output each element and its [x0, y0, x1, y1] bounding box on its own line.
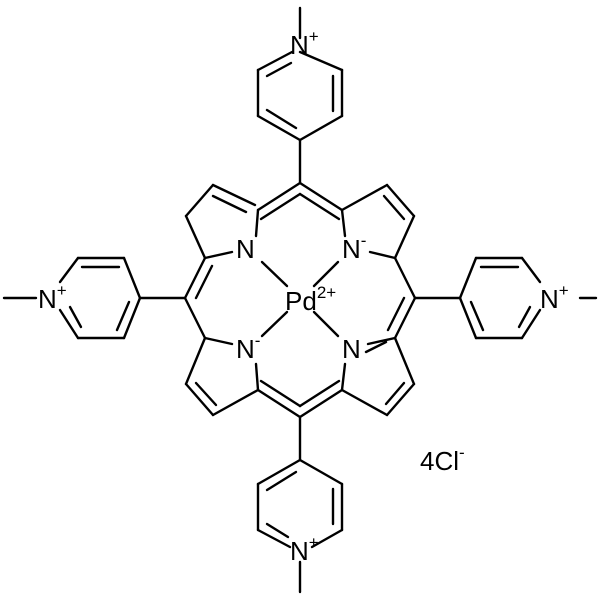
bond [298, 181, 344, 212]
bond [393, 336, 416, 386]
bond [260, 310, 289, 338]
bond [385, 382, 416, 417]
bond [122, 256, 142, 300]
bond [211, 194, 248, 214]
bond [368, 250, 397, 260]
bond [194, 264, 214, 300]
bond [256, 50, 294, 72]
bond [520, 308, 542, 340]
atom-label-n-left: N+ [38, 281, 67, 314]
bond [384, 381, 406, 406]
bond [312, 310, 340, 338]
bond [184, 382, 215, 417]
bond [203, 336, 234, 346]
bond [256, 458, 302, 486]
bond [211, 183, 257, 207]
atom-label-n-core-bottom-right: N [342, 334, 361, 364]
bond [340, 388, 389, 417]
bond [184, 214, 207, 260]
bond [68, 305, 83, 329]
bond [298, 379, 341, 408]
metal-center-label: Pd2+ [285, 283, 336, 316]
bond [393, 296, 417, 340]
atom-label-n-top: N+ [290, 27, 319, 60]
bond [366, 336, 397, 346]
bond [254, 362, 260, 392]
bond [469, 300, 485, 332]
bond [298, 388, 344, 419]
bond [203, 250, 234, 260]
bond [256, 388, 302, 419]
atom-label-n-core-bottom-left: N- [236, 331, 260, 364]
bond [256, 114, 302, 142]
bond [265, 522, 290, 539]
bond [58, 308, 80, 340]
bond [254, 208, 260, 238]
bond [260, 260, 289, 288]
bond [259, 192, 302, 221]
bond [340, 208, 347, 238]
bond [256, 528, 292, 549]
bond [340, 183, 389, 212]
bond [265, 108, 298, 130]
atom-label-n-right: N+ [540, 281, 569, 314]
bond [265, 61, 293, 78]
bond [194, 381, 218, 407]
bond [58, 256, 80, 284]
bond-lines [2, 6, 598, 594]
counterion-label: 4Cl- [420, 443, 465, 476]
bond [364, 340, 388, 354]
atom-label-n-core-top-right: N- [342, 231, 366, 264]
bond [310, 528, 344, 549]
bond [298, 114, 344, 142]
bond [184, 183, 215, 218]
bond [122, 296, 142, 340]
bond [211, 388, 260, 417]
bond [458, 256, 478, 300]
atom-label-n-bottom: N+ [290, 533, 319, 566]
bond [298, 192, 341, 221]
bond [458, 296, 478, 340]
bond [340, 362, 347, 392]
bond [517, 305, 532, 329]
bond [298, 50, 344, 72]
bond [520, 256, 542, 284]
bond [298, 458, 344, 486]
bond [385, 183, 416, 218]
bond [382, 194, 406, 221]
bond [386, 296, 406, 332]
bond [183, 296, 207, 340]
bond [312, 260, 340, 288]
bond [259, 379, 302, 408]
bond [115, 300, 131, 332]
atom-label-n-core-top-left: N [236, 234, 255, 264]
bond [393, 214, 416, 260]
bond [393, 256, 417, 300]
bond [184, 336, 207, 386]
bond [183, 256, 207, 300]
bond [265, 470, 298, 492]
bond [256, 181, 302, 212]
